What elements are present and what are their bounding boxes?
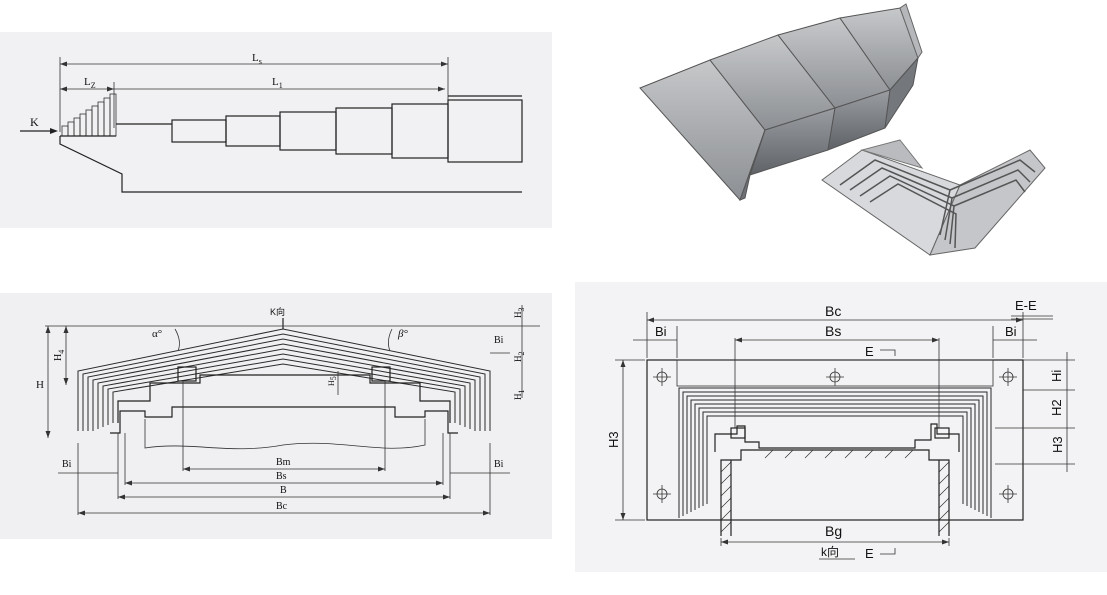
b-label: B <box>280 485 287 496</box>
bi-upper-right-label: Bi <box>494 335 504 346</box>
beta-angle-label: β° <box>397 328 408 340</box>
h1-label: H1 <box>513 390 526 401</box>
k-view-label: K <box>30 115 39 129</box>
bg-label: Bg <box>825 523 842 539</box>
lz-label: LZ <box>84 76 96 90</box>
slide-profile <box>117 374 451 423</box>
bi-left-label: Bi <box>655 324 667 339</box>
bc-label: Bc <box>276 501 288 512</box>
h3-left-label: H3 <box>606 431 621 448</box>
h3-label: H3 <box>513 308 526 319</box>
hi-label: Hi <box>1049 370 1064 382</box>
bi-right-label: Bi <box>1005 324 1017 339</box>
l1-label: L1 <box>272 76 283 90</box>
bs-label: Bs <box>276 471 287 482</box>
h5-label: H5 <box>327 376 338 386</box>
telescopic-cover-closed-icon <box>639 3 923 201</box>
alpha-angle-label: α° <box>152 328 162 340</box>
ls-label: Ls <box>252 52 262 66</box>
compressed-folds <box>61 93 117 137</box>
cover-fold-layers <box>678 387 992 518</box>
cross-section-svg: K向 α° β° H4 H H3 H2 H1 Bi H5 <box>36 305 540 516</box>
telescopic-cover-cutaway-icon <box>821 139 1046 256</box>
side-elevation-svg: Ls LZ L1 K <box>20 52 523 193</box>
bi-lower-left-label: Bi <box>62 459 72 470</box>
bi-lower-right-label: Bi <box>494 459 504 470</box>
e-top-label: E <box>865 344 874 359</box>
k-view-label: K向 <box>270 306 285 317</box>
machine-base <box>59 136 522 193</box>
k-view-label: k向 <box>821 544 839 559</box>
roof-fold-layers <box>77 328 491 431</box>
section-label: E-E <box>1015 298 1037 313</box>
cross-section-k-view: K向 α° β° H4 H H3 H2 H1 Bi H5 <box>0 293 552 539</box>
extended-stages <box>116 95 523 163</box>
side-elevation-drawing: Ls LZ L1 K <box>0 32 552 228</box>
h2-label: H2 <box>513 352 526 363</box>
h4-label: H4 <box>53 350 66 361</box>
h2-label: H2 <box>1049 399 1064 416</box>
section-e-e-svg: E-E <box>606 298 1075 561</box>
e-bottom-label: E <box>865 546 874 561</box>
product-photo <box>600 0 1107 270</box>
section-e-e: E-E <box>575 282 1107 572</box>
machine-bed-break <box>144 419 426 450</box>
bs-label: Bs <box>825 323 841 339</box>
bm-label: Bm <box>276 457 291 468</box>
h3-right-label: H3 <box>1050 436 1065 453</box>
h-label: H <box>36 379 44 391</box>
bc-label: Bc <box>825 303 841 319</box>
guide-rail <box>714 423 960 536</box>
